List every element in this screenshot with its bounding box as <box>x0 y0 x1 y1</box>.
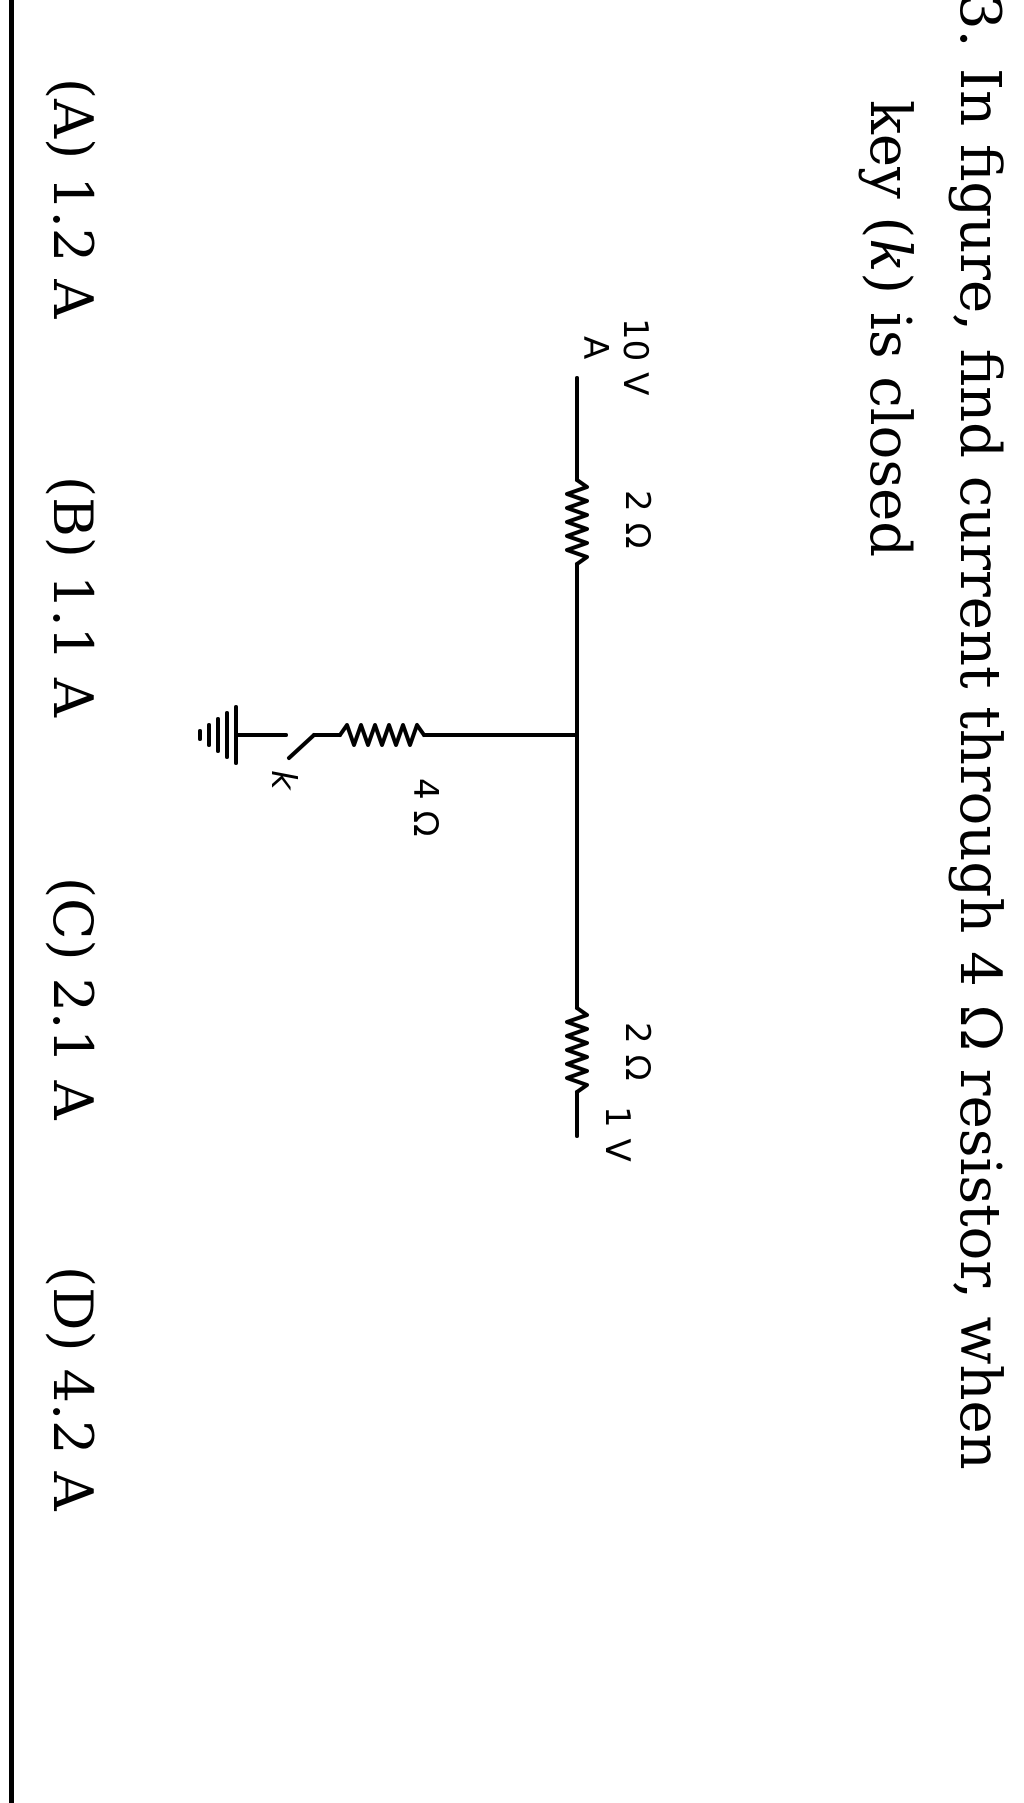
middle-resistor-label: 4 Ω <box>405 778 445 836</box>
switch-blade <box>287 733 316 760</box>
page-divider <box>9 0 14 1803</box>
node-a-label: A <box>575 336 615 359</box>
right-resistor-symbol <box>565 1006 589 1094</box>
switch-label: k <box>263 770 303 791</box>
option-b: (B) 1.1 A <box>41 476 104 717</box>
middle-resistor-symbol <box>338 723 426 747</box>
option-c-value: 2.1 A <box>41 977 104 1120</box>
right-voltage-label: 1 V <box>597 1106 637 1162</box>
option-c: (C) 2.1 A <box>41 877 104 1120</box>
left-resistor-label: 2 Ω <box>617 490 657 548</box>
option-a: (A) 1.2 A <box>41 78 104 318</box>
left-resistor-symbol <box>565 478 589 566</box>
option-b-label: (B) <box>41 476 104 558</box>
option-d-value: 4.2 A <box>41 1368 104 1511</box>
right-resistor-label: 2 Ω <box>617 1022 657 1080</box>
option-b-value: 1.1 A <box>41 575 104 718</box>
option-d-label: (D) <box>41 1266 104 1352</box>
option-a-value: 1.2 A <box>41 176 104 319</box>
option-a-label: (A) <box>41 78 104 160</box>
option-c-label: (C) <box>41 877 104 961</box>
node-a-voltage-label: 10 V <box>615 318 655 395</box>
option-d: (D) 4.2 A <box>41 1266 104 1511</box>
